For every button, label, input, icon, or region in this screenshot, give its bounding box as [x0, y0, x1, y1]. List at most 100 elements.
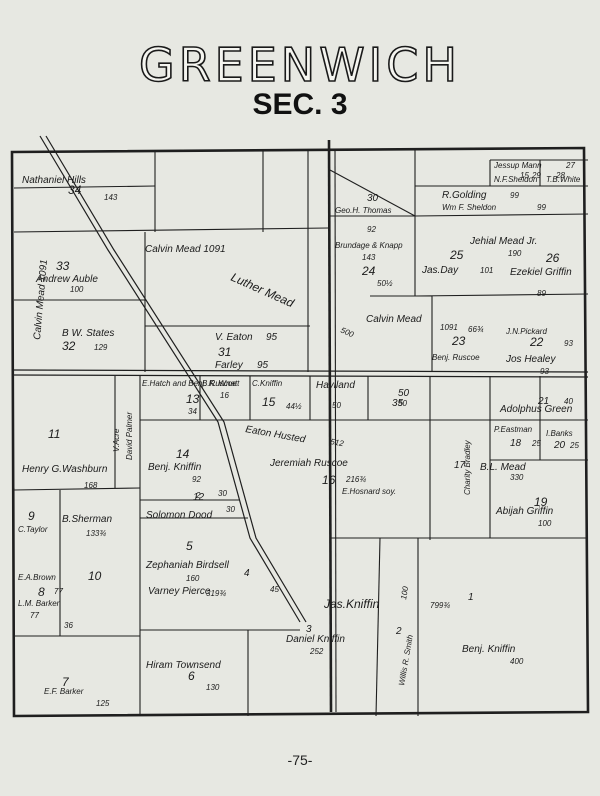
railroad-line-b	[45, 135, 307, 623]
lot-8: 8	[38, 585, 45, 599]
owner-willis-smith: Willis R. Smith	[397, 634, 415, 687]
owner-luther-mead: Luther Mead	[229, 270, 297, 310]
lot-28: 28	[555, 171, 565, 180]
acreage: 129	[94, 343, 108, 352]
lot-32: 32	[62, 339, 76, 353]
owner-abijah-griffin: Abijah Griffin	[495, 506, 554, 517]
lot-24: 24	[361, 264, 376, 278]
lot-5: 5	[186, 539, 193, 553]
lot-31: 31	[218, 345, 231, 359]
owner-e-hatch: E.Hatch and Benj. K. Wnatt	[142, 379, 240, 388]
owner-hiram-townsend: Hiram Townsend	[146, 660, 221, 671]
acreage: 319¾	[206, 589, 226, 598]
owner-adolphus-green: Adolphus Green	[499, 404, 573, 415]
owner-jeremiah-ruscoe: Jeremiah Ruscoe	[269, 458, 348, 469]
lot-35: 35	[392, 398, 404, 409]
acreage: 36	[64, 621, 73, 630]
acreage: 143	[104, 193, 118, 202]
lot-7: 7	[62, 675, 70, 689]
acreage: 252	[309, 647, 324, 656]
lot-16: 16	[322, 473, 336, 487]
owner-wm-f-sheldon: Wm F. Sheldon	[442, 203, 497, 212]
lot-19: 19	[534, 495, 548, 509]
acreage: 95	[257, 360, 269, 371]
owner-jessup-mann: Jessup Mann	[493, 161, 542, 170]
owner-b-ruscoe: B.Ruscoe	[202, 379, 237, 388]
acreage: 133¾	[86, 529, 106, 538]
owner-j-n-pickard: J.N.Pickard	[505, 327, 547, 336]
acreage: 168	[84, 481, 98, 490]
owner-henry-washburn: Henry G.Washburn	[22, 464, 108, 475]
map-border	[10, 146, 590, 718]
owner-benj-kniffin-1: Benj. Kniffin	[462, 644, 516, 655]
acreage: 77	[30, 611, 39, 620]
lot-22: 22	[529, 335, 544, 349]
owner-zephaniah-birdsell: Zephaniah Birdsell	[145, 560, 230, 571]
acreage: 92	[367, 225, 376, 234]
lot-2: 2	[395, 626, 402, 637]
east-west-road	[11, 369, 589, 373]
acreage: 77	[54, 587, 63, 596]
lot-29: 29	[531, 171, 541, 180]
acreage: 50	[332, 401, 341, 410]
acreage: 101	[480, 266, 493, 275]
lot-30: 30	[367, 193, 379, 204]
owner-v-acre: V.Acre	[112, 428, 121, 452]
owner-varney-pierce: Varney Pierce	[148, 586, 211, 597]
lot-6: 6	[188, 669, 195, 683]
lot-numbers: 34 33 32 31 30 24 25 26 23 22 13 15 50 3…	[28, 161, 575, 689]
acreage: 130	[206, 683, 220, 692]
owner-haviland: Haviland	[316, 380, 355, 391]
acreage: 50	[398, 399, 407, 408]
section-subtitle: SEC. 3	[252, 88, 348, 121]
owner-e-f-barker: E.F. Barker	[44, 687, 84, 696]
owner-jehial-mead: Jehial Mead Jr.	[469, 236, 537, 247]
acreage: 99	[537, 203, 546, 212]
lot-27: 27	[565, 161, 575, 170]
acreage: 512	[330, 437, 345, 448]
owner-ezekiel-griffin: Ezekiel Griffin	[510, 267, 572, 278]
acreage: 190	[508, 249, 522, 258]
owner-jas-kniffin: Jas.Kniffin	[323, 597, 380, 611]
main-road	[327, 139, 333, 713]
acreage: 93	[540, 367, 549, 376]
owner-c-taylor: C.Taylor	[18, 525, 48, 534]
lot-1: 1	[468, 592, 474, 603]
lot-13: 13	[186, 392, 200, 406]
acreage: 16	[220, 391, 229, 400]
owner-benj-kniffin-14: Benj. Kniffin	[148, 462, 202, 473]
acreage: 100	[399, 585, 410, 600]
owner-b-sherman: B.Sherman	[62, 514, 112, 525]
owner-v-eaton: V. Eaton	[215, 332, 253, 343]
owner-nathaniel-hills: Nathaniel Hills	[22, 175, 86, 186]
lot-17: 17	[454, 460, 466, 471]
acreage: 30	[226, 505, 235, 514]
acreage: 92	[192, 475, 201, 484]
acreage: 93	[564, 339, 573, 348]
lot-15: 15	[262, 395, 276, 409]
lot-34: 34	[68, 183, 82, 197]
lot-11: 11	[48, 427, 60, 441]
owner-calvin-mead: Calvin Mead	[366, 314, 422, 325]
owner-david-palmer: David Palmer	[125, 412, 134, 460]
owner-benj-ruscoe: Benj. Ruscoe	[432, 353, 480, 362]
owner-daniel-kniffin: Daniel Kniffin	[286, 634, 345, 645]
lot-3: 3	[306, 624, 312, 635]
acreage: 45	[270, 585, 279, 594]
owner-e-hosnard: E.Hosnard soy.	[342, 487, 396, 496]
acreage: 125	[96, 699, 110, 708]
acreage: 44½	[286, 402, 302, 411]
lot-21: 21	[537, 396, 549, 407]
acreage: 2	[195, 491, 201, 500]
lot-4: 4	[244, 568, 250, 579]
lot-50: 50	[398, 388, 410, 399]
acreage: 34	[188, 407, 197, 416]
owner-p-eastman: P.Eastman	[494, 425, 533, 434]
owner-andrew-auble: Andrew Auble	[35, 274, 98, 285]
acreage: 143	[362, 253, 376, 262]
lot-10: 10	[88, 569, 102, 583]
acreage-figures: 143 100 129 95 95 92 143 50½ 99 99 190 1…	[30, 171, 579, 708]
lot-12: 12	[193, 492, 205, 503]
acreage: 400	[510, 657, 524, 666]
